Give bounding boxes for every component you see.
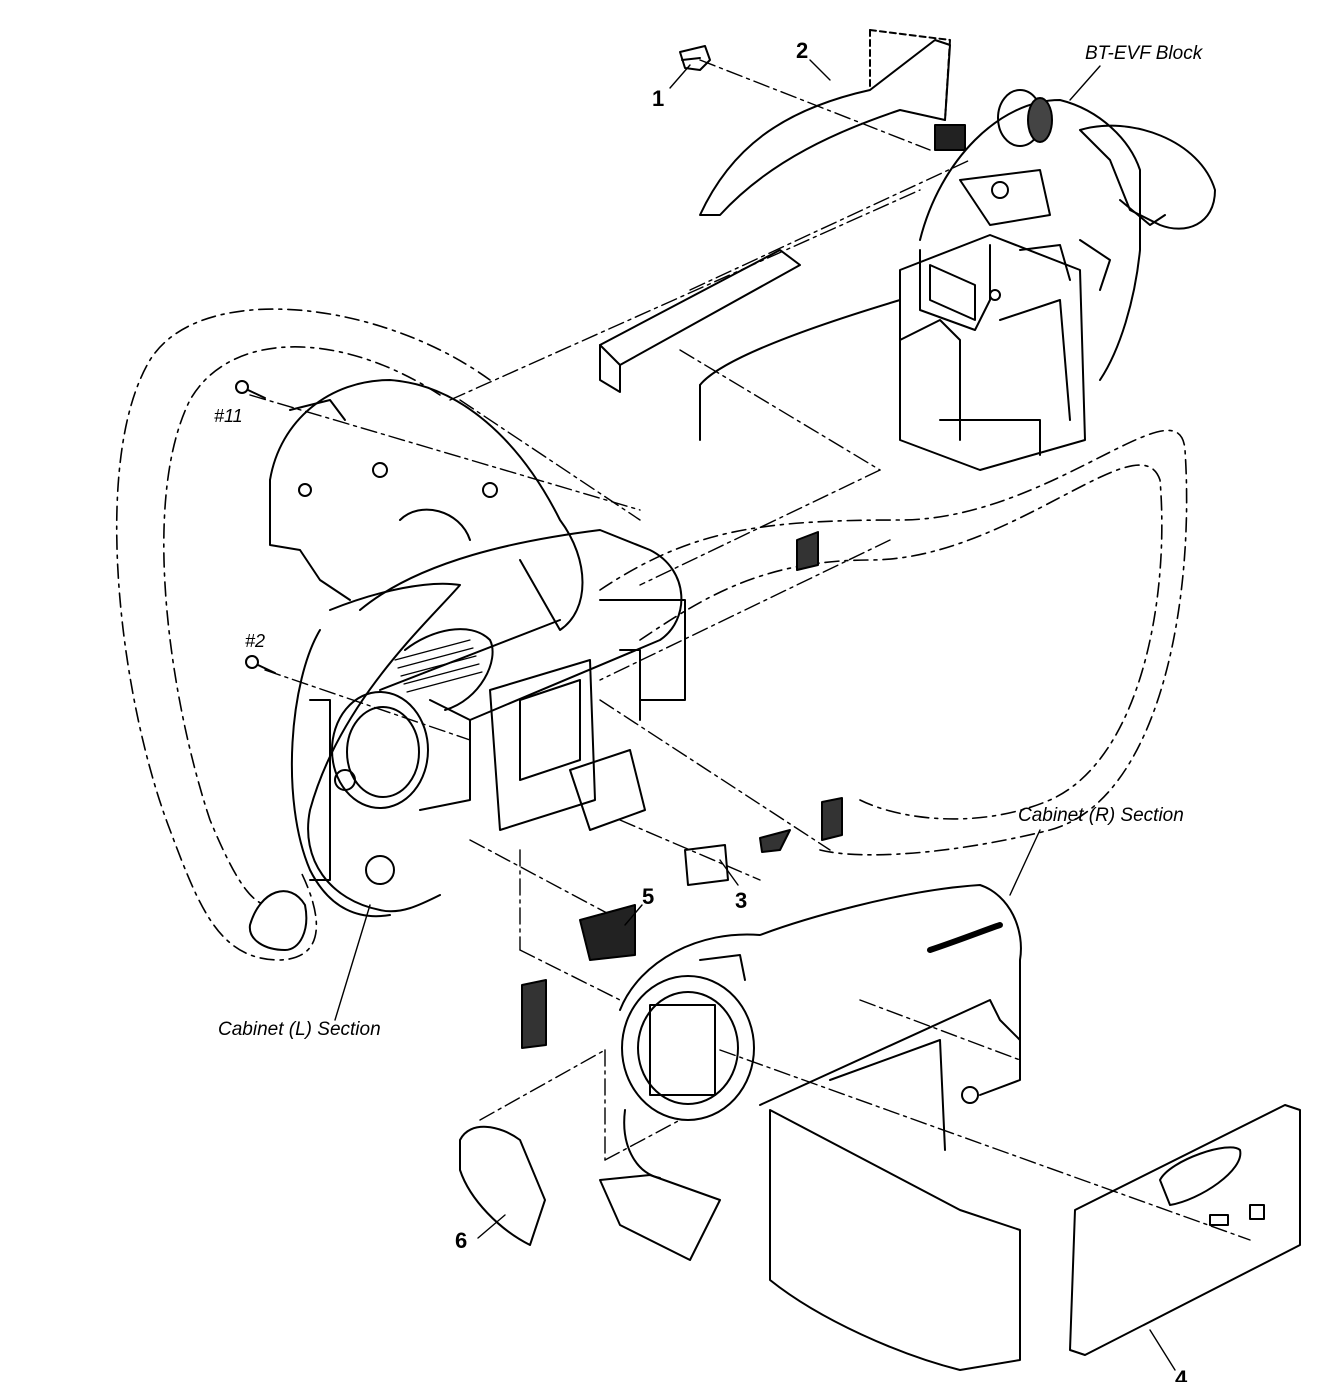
assembly-guide-lines	[249, 59, 1251, 1241]
cable-loop-dashed-inner	[163, 346, 441, 906]
strap-ring	[248, 890, 308, 951]
part-5-shaded	[579, 904, 636, 961]
label-part-1: 1	[652, 86, 665, 111]
tape-pieces	[521, 531, 843, 1049]
cabinet-l-shell	[269, 379, 584, 631]
part-2-bracket	[699, 29, 951, 216]
part-6-cover	[459, 1125, 546, 1246]
part-3-bracket	[684, 844, 729, 886]
cable-loop-dashed	[115, 308, 491, 961]
label-part-4: 4	[1175, 1366, 1188, 1382]
label-screw-11: #11	[214, 406, 243, 426]
label-cabinet-r-section: Cabinet (R) Section	[1018, 805, 1184, 826]
grille	[394, 639, 483, 693]
label-screw-2: #2	[245, 631, 266, 651]
upper-body-panel	[599, 249, 901, 441]
label-cabinet-l-section: Cabinet (L) Section	[218, 1019, 381, 1040]
label-part-6: 6	[455, 1228, 468, 1253]
label-part-2: 2	[796, 38, 809, 63]
part-4-side-panel	[1069, 1104, 1301, 1356]
leader-lines	[334, 59, 1176, 1371]
bt-evf-block	[919, 89, 1216, 381]
label-bt-evf-block: BT-EVF Block	[1085, 43, 1203, 64]
chassis-frame	[899, 234, 1111, 471]
cabinet-l-front-frame	[290, 582, 461, 918]
cable-loop-right-inner	[639, 464, 1163, 820]
screw-2-shape	[245, 655, 276, 674]
lens-block	[331, 529, 686, 831]
part-1-clip	[679, 45, 711, 71]
label-part-3: 3	[735, 888, 748, 913]
cable-loop-right	[599, 429, 1188, 856]
cabinet-r-section	[599, 884, 1022, 1371]
screw-11-shape	[235, 380, 266, 399]
label-part-5: 5	[642, 884, 655, 909]
